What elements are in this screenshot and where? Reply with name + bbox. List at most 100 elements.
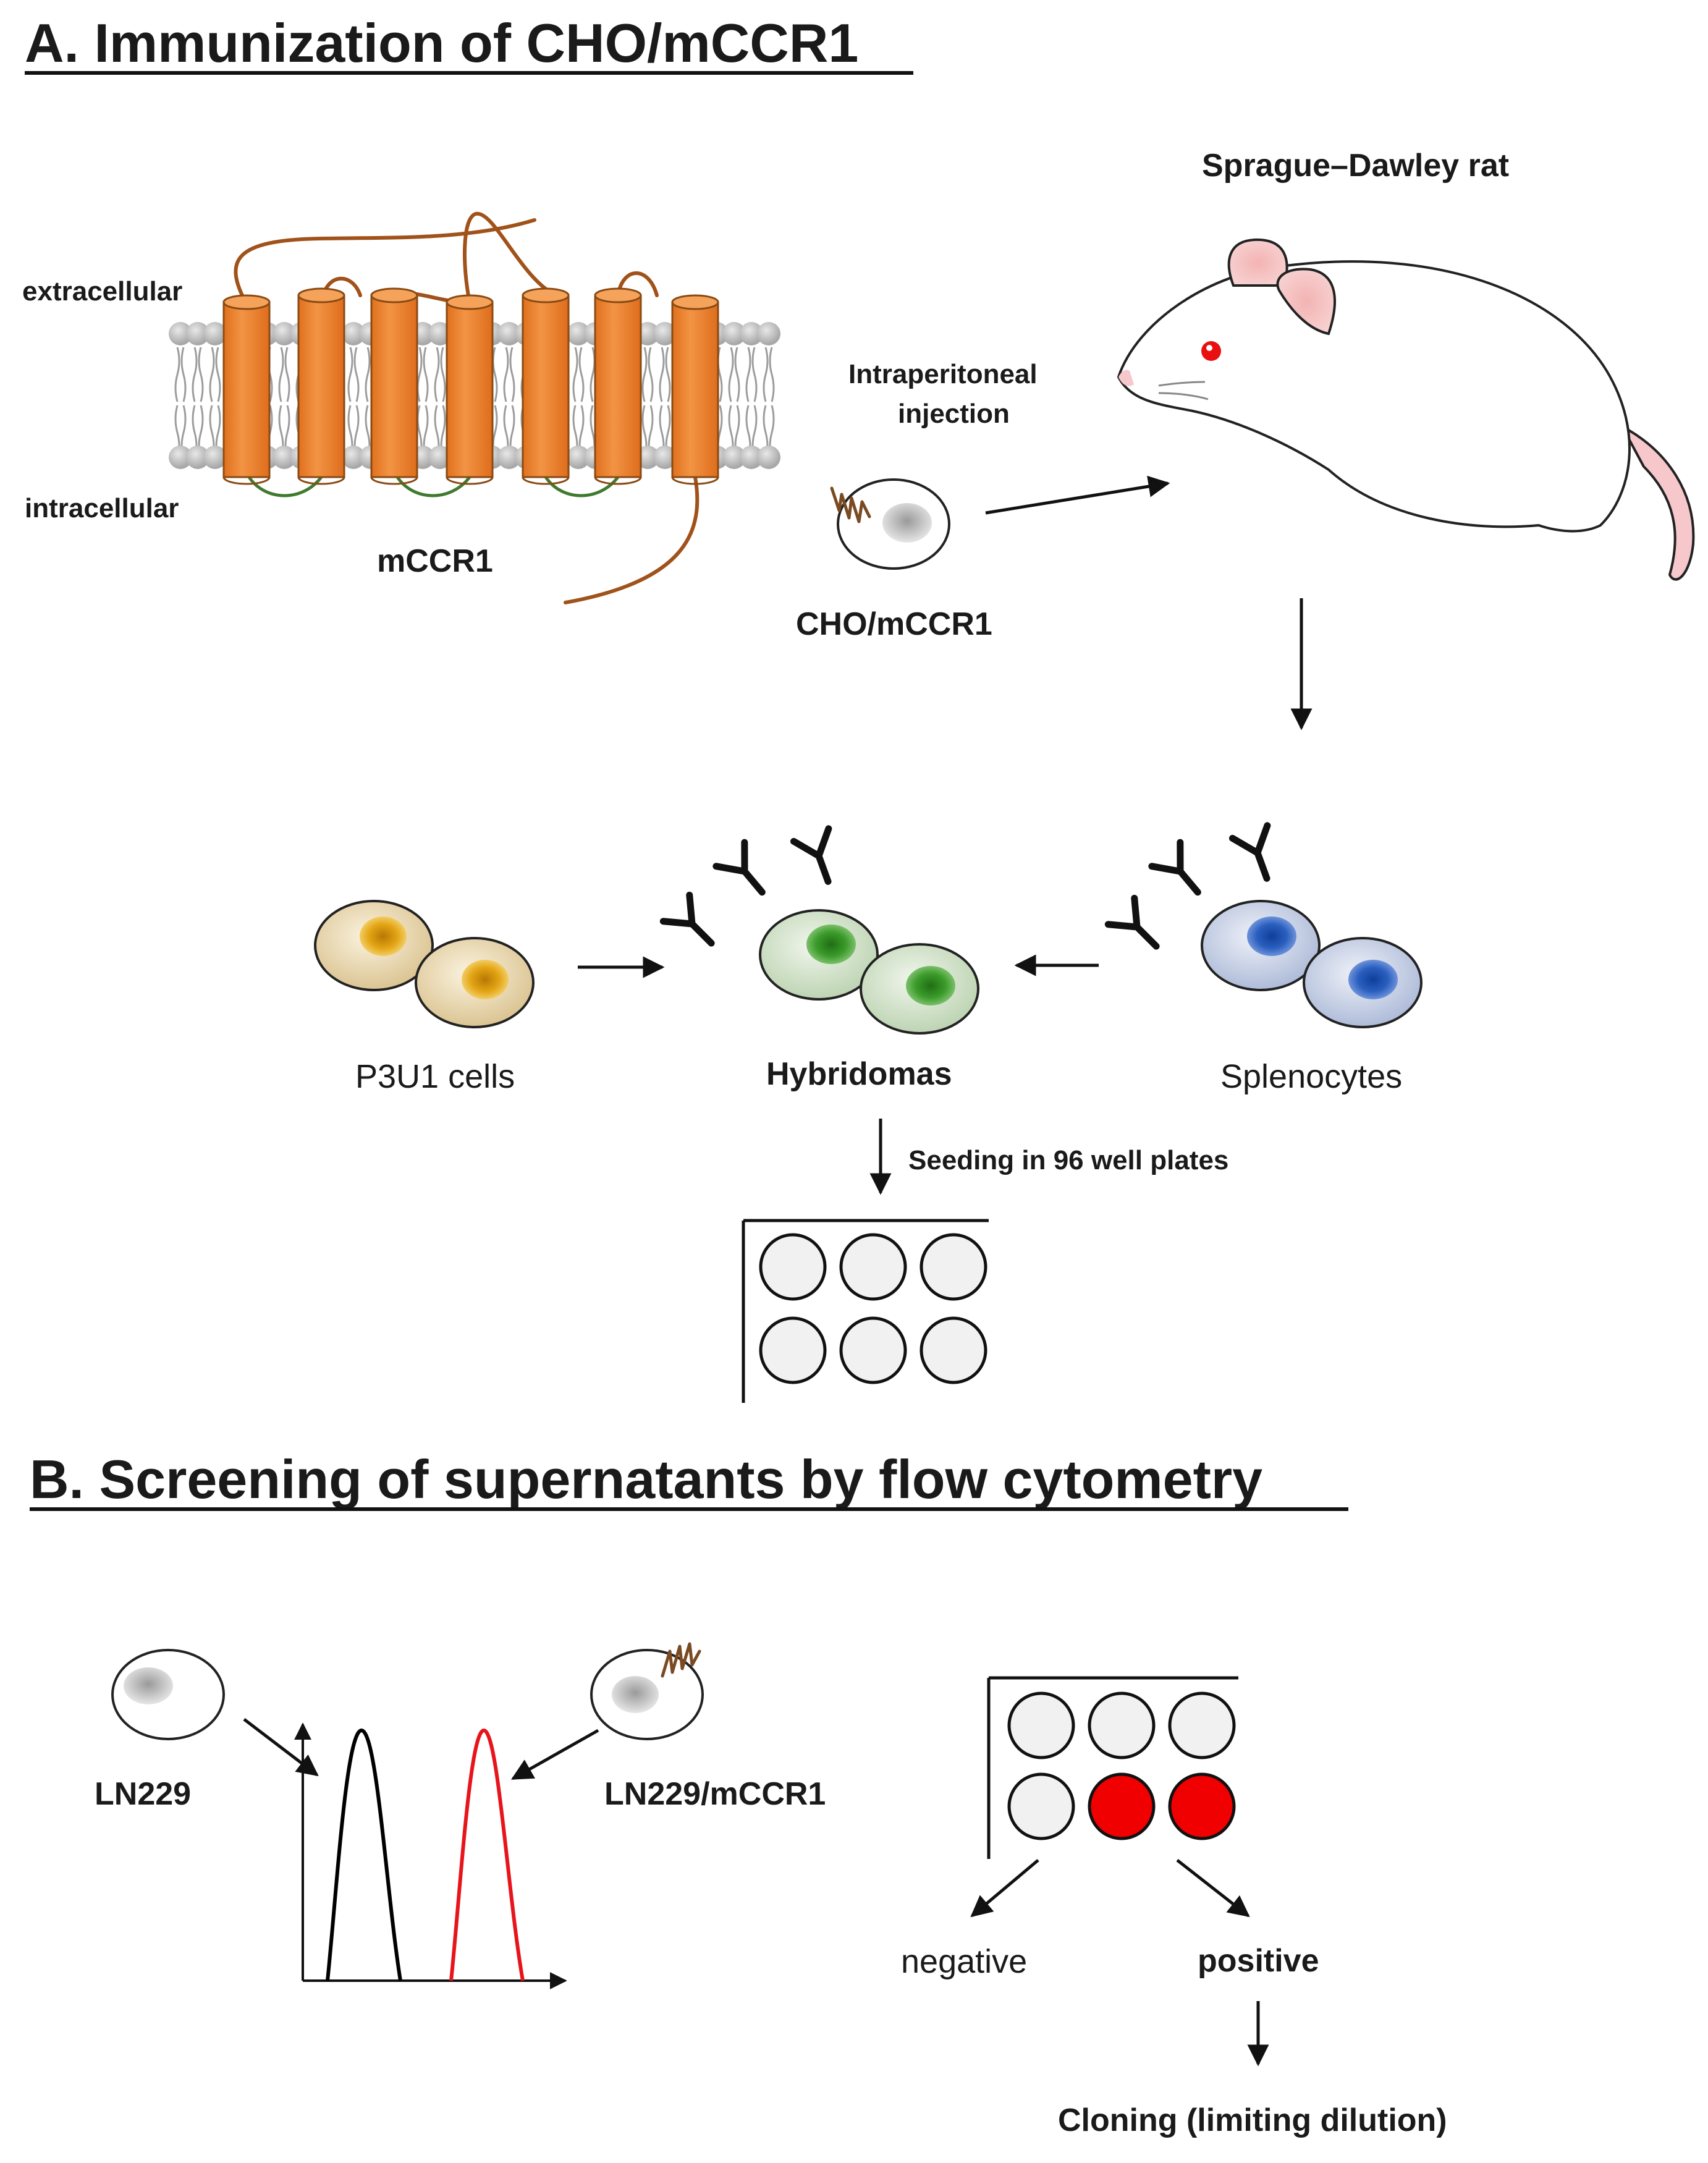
label-ln229-mccr1: LN229/mCCR1 [604,1776,826,1812]
intracellular-loop-1 [247,475,323,497]
lipid-tail [416,347,423,402]
extracellular-loops [234,211,659,306]
label-p3u1: P3U1 cells [355,1058,515,1095]
rat-eye-highlight [1206,345,1212,351]
label-seeding: Seeding in 96 well plates [908,1145,1228,1175]
lipid-head [722,446,746,469]
cho-mccr1-cell: CHO/mCCR1 [796,478,992,642]
transmembrane-helix [370,287,418,485]
nucleus [1247,916,1296,956]
label-cloning: Cloning (limiting dilution) [1058,2102,1447,2138]
well [759,1233,827,1301]
transmembrane-helices [222,287,719,485]
nucleus [1348,960,1398,999]
lipid-tail [769,347,775,402]
wells [759,1233,987,1384]
transmembrane-helix [222,294,271,485]
membrane-receptor: extracellular intracellular [22,211,780,604]
extracellular-loop-3 [463,211,558,304]
lipid-head [203,446,227,469]
well [920,1233,987,1301]
lipid-tail [503,347,509,402]
arrow-ln229 [243,1718,319,1777]
lipid-head [757,322,780,345]
ln229-mccr1-cell: LN229/mCCR1 [590,1642,826,1812]
rat-body [1117,260,1631,533]
lipid-tail [763,347,769,402]
label-hybridomas: Hybridomas [766,1056,952,1092]
hybridomas: Hybridomas [759,909,979,1092]
label-rat: Sprague–Dawley rat [1202,148,1509,184]
rat-illustration [1117,238,1695,581]
positive-well [1088,1772,1156,1840]
lipid-head [342,446,365,469]
lipid-head [186,446,209,469]
lipid-head [169,322,192,345]
lipid-head [169,446,192,469]
label-negative: negative [901,1943,1027,1980]
lipid-tail [728,347,734,402]
label-ln229: LN229 [95,1776,191,1812]
label-injection-line1: Intraperitoneal [848,359,1038,389]
transmembrane-helix [671,294,719,485]
antibody-icon [1104,894,1160,950]
rat-eye [1201,341,1221,361]
well [839,1233,907,1301]
rat-ear-back [1227,238,1288,287]
lipid-tail [745,347,751,402]
lipid-tail [641,347,648,402]
splenocytes: Splenocytes [1201,900,1423,1095]
intracellular-loops [247,475,620,497]
well [839,1316,907,1384]
antibody-icon [790,825,832,885]
nucleus [124,1667,173,1704]
lipid-tail [572,347,578,402]
arrow-ln229-mccr1 [510,1729,599,1780]
lipid-tail [434,347,440,402]
antibody-icon [1148,839,1201,896]
well [1007,1772,1075,1840]
section-b-title: B. Screening of supernatants by flow cyt… [30,1449,1262,1510]
antibody-icon [1228,822,1271,882]
receptor-squiggle-icon [830,486,871,523]
lipid-head [740,322,763,345]
lipid-head [757,446,780,469]
antibodies [659,822,1271,950]
lipid-tail [209,347,215,402]
lipid-head [740,446,763,469]
intracellular-loop-2 [395,475,471,497]
label-injection-line2: injection [898,399,1010,429]
lipid-head [722,322,746,345]
ln229-cell: LN229 [95,1649,225,1812]
lipid-tail [198,347,204,402]
histogram-positive-peak [449,1728,525,1981]
lipid-tail [215,347,221,402]
lipid-tail [659,347,665,402]
wells [1007,1691,1236,1840]
section-b: B. Screening of supernatants by flow cyt… [30,1449,1447,2138]
lipid-head [653,446,677,469]
c-terminus [564,475,700,604]
well [1007,1691,1075,1759]
histogram-chart [294,1722,567,1989]
antibody-icon [712,839,766,896]
transmembrane-helix [446,294,494,485]
arrow-injection [985,475,1170,515]
label-extracellular: extracellular [22,276,182,307]
lipid-tail [347,347,353,402]
label-positive: positive [1198,1943,1319,1979]
section-a: A. Immunization of CHO/mCCR1 extracellul… [22,12,1695,1403]
nucleus [612,1676,659,1713]
label-cho-cell: CHO/mCCR1 [796,606,992,642]
well [759,1316,827,1384]
nucleus [906,966,955,1005]
label-receptor: mCCR1 [377,543,493,579]
nucleus [806,925,856,964]
intracellular-loop-3 [544,475,620,497]
lipid-tail [440,347,446,402]
well-plate-icon [742,1219,989,1403]
transmembrane-helix [297,287,345,485]
antibody-icon [659,891,715,947]
transmembrane-helix [522,287,570,485]
lipid-tail [180,347,187,402]
